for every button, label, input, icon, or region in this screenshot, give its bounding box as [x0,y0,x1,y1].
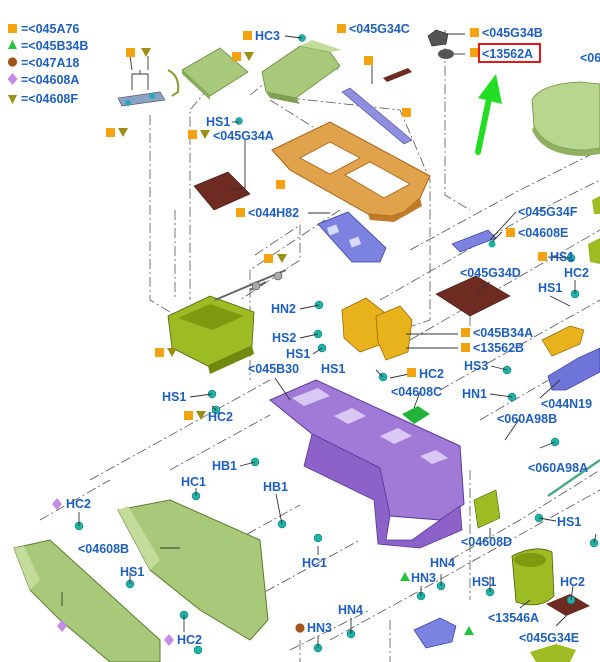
label-045g34d: <045G34D [460,266,521,280]
leader-lines [61,33,597,648]
cable-n19 [547,347,600,391]
label-hn3-a: HN3 [411,571,436,585]
label-hs1-i: HS1 [472,575,496,589]
bracket-f608c [402,406,430,424]
label-13562a: <13562A [482,47,533,61]
label-hb1-b: HB1 [263,480,288,494]
highlight-box [478,43,541,63]
pad-g34e [546,594,590,616]
label-hc2-b: HC2 [419,367,444,381]
label-044h82: <044H82 [248,206,299,220]
label-045g34f: <045G34F [518,205,578,219]
yellow-bracket-right [541,325,585,357]
legend-down-triangle-icon [8,95,17,104]
cup-holder [511,548,555,606]
side-panel-rear [117,499,269,641]
label-045g34c: <045G34C [349,22,410,36]
assembly-lines [39,30,600,662]
label-hs1-a: HS1 [206,115,230,129]
edge-green-piece-2 [592,196,600,214]
label-044n19: <044N19 [541,397,592,411]
label-hs1-e: HS1 [321,362,345,376]
label-04608d: <04608D [461,535,512,549]
legend-square-icon [8,24,17,33]
label-hs1-c: HS1 [538,281,562,295]
legend-diamond-icon [7,73,18,85]
legend-label-diamond: =<04608A [21,73,79,87]
label-045b34a: <045B34A [473,326,533,340]
yellow-brackets [341,297,413,361]
rod-right [547,458,600,498]
bracket-g34b [427,29,454,59]
label-04608b: <04608B [78,542,129,556]
label-hs1-g: HS1 [557,515,581,529]
label-hn2: HN2 [271,302,296,316]
armrest-lid [531,81,600,156]
storage-bin [167,295,255,374]
label-hc2-a: HC2 [564,266,589,280]
label-060a98b: <060A98B [497,412,557,426]
bin-bracket [214,269,287,301]
label-hn4-b: HN4 [338,603,363,617]
label-hs1-b: HS1 [550,250,574,264]
label-hs1-d: HS1 [286,347,310,361]
pointer-arrow [475,74,502,155]
label-hb1-a: HB1 [212,459,237,473]
label-hc3: HC3 [255,29,280,43]
rail-top [341,87,413,145]
label-hn3-b: HN3 [307,621,332,635]
label-13546a: <13546A [488,611,539,625]
switch-bracket-h82 [317,211,387,263]
bracket-g34f [451,229,497,253]
label-060a98a: <060A98A [528,461,588,475]
mat-g34a [193,171,251,211]
legend-label-down-triangle: =<04608F [21,92,78,106]
label-04608c: <04608C [391,385,442,399]
bezel-top [261,40,342,104]
label-hn4-a: HN4 [430,556,455,570]
bracket-top-left [117,69,180,107]
label-04608e: <04608E [518,226,568,240]
label-045g34b: <045G34B [482,26,543,40]
label-hc2-c: HC2 [208,410,233,424]
label-hc2-e: HC2 [560,575,585,589]
strip-g34c [383,68,412,82]
legend-label-circle: =<047A18 [21,56,79,70]
legend-circle-icon [7,57,18,67]
plate-f608d [473,489,501,529]
mat-g34d [435,275,511,317]
label-hc1-a: HC1 [181,475,206,489]
label-hc2-d: HC2 [66,497,91,511]
console-base [269,379,465,549]
label-hs3: HS3 [464,359,488,373]
label-045g34a: <045G34A [213,129,274,143]
label-hn1: HN1 [462,387,487,401]
legend: =<045A76 =<045B34B =<047A18 =<04608A =<0… [7,22,88,106]
label-truncated-top-right: <06 [580,51,600,65]
label-045b30: <045B30 [248,362,299,376]
shifter-frame [271,121,431,222]
trim-panel-top [181,47,249,100]
label-hs1-h: HS1 [120,565,144,579]
clip-bottom-olive [530,644,576,662]
label-hs2: HS2 [272,331,296,345]
clip-bottom [413,617,457,649]
legend-label-triangle: =<045B34B [21,39,88,53]
callout-symbols [52,24,547,646]
legend-label-square: =<045A76 [21,22,79,36]
callout-labels: HC3 <045G34C <045G34B <13562A <06 HS1 <0… [66,22,600,647]
label-045g34e: <045G34E [519,631,579,645]
legend-triangle-icon [8,40,17,49]
label-hs1-f: HS1 [162,390,186,404]
edge-green-piece [588,238,600,264]
label-hc2-f: HC2 [177,633,202,647]
label-hc1-b: HC1 [302,556,327,570]
label-13562b: <13562B [473,341,524,355]
side-panel-front [13,539,161,662]
